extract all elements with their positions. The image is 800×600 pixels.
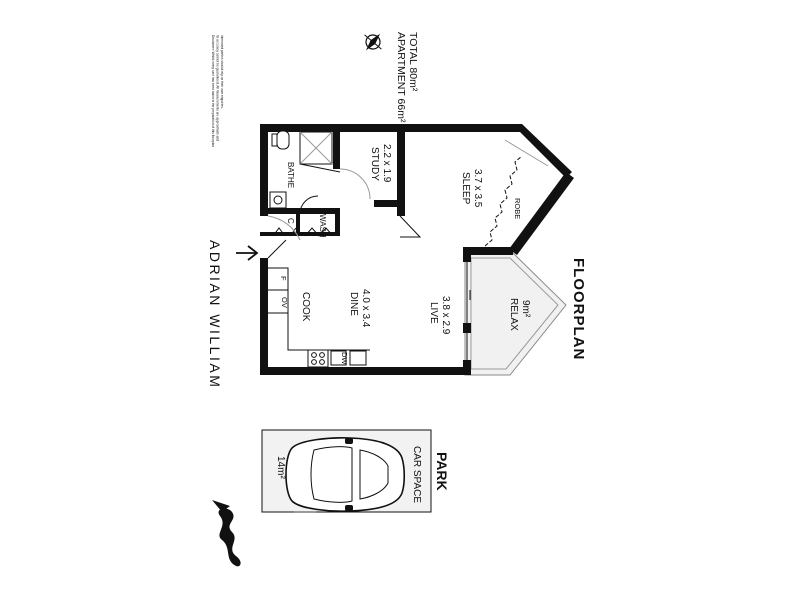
room-label-c: C — [286, 218, 295, 224]
relax-name: RELAX — [508, 298, 519, 331]
car-space-size: 14m² — [275, 456, 286, 479]
car-space-label: CAR SPACE — [411, 446, 422, 503]
fixtures — [267, 130, 549, 368]
room-label-sleep: SLEEP 3.7 x 3.5 — [460, 169, 483, 208]
room-label-dw: DW — [340, 352, 349, 365]
dine-size: 4.0 x 3.4 — [360, 289, 371, 328]
live-name: LIVE — [428, 302, 439, 324]
room-label-relax: RELAX 9m² — [508, 298, 531, 331]
room-label-cook: COOK — [300, 292, 311, 322]
study-size: 2.2 x 1.9 — [381, 144, 392, 183]
brand-logo-icon — [212, 500, 241, 567]
sleep-size: 3.7 x 3.5 — [472, 169, 483, 208]
room-label-wash: WASH — [318, 214, 327, 238]
room-label-bathe: BATHE — [286, 162, 295, 188]
total-area: TOTAL 80m² — [407, 32, 419, 92]
entry-arrow-icon — [236, 245, 259, 261]
relax-size: 9m² — [520, 300, 531, 318]
car-icon — [285, 437, 406, 512]
room-label-study: STUDY 2.2 x 1.9 — [369, 144, 392, 183]
room-label-f: F — [279, 276, 288, 281]
disclaimer: Disclaimer: Whilst every care has been t… — [211, 35, 224, 147]
live-size: 3.8 x 2.9 — [440, 296, 451, 335]
study-name: STUDY — [369, 147, 380, 181]
disclaimer-line-3: interested parties should rely on their … — [220, 35, 224, 109]
apartment-area: APARTMENT 66m² — [395, 32, 407, 123]
disclaimer-line-1: Disclaimer: Whilst every care has been t… — [211, 35, 215, 147]
room-label-robe: ROBE — [513, 198, 522, 219]
sleep-name: SLEEP — [460, 172, 471, 205]
compass-icon — [364, 33, 382, 51]
room-label-dine: DINE 4.0 x 3.4 — [348, 289, 371, 328]
room-label-ov: OV — [280, 297, 289, 308]
relax-balcony — [464, 251, 567, 376]
dine-name: DINE — [348, 292, 359, 316]
brand-name: ADRIAN WILLIAM — [207, 240, 223, 389]
disclaimer-line-2: its accuracy cannot be guaranteed. All m… — [216, 35, 220, 141]
park-title: PARK — [434, 452, 450, 491]
area-summary: APARTMENT 66m² TOTAL 80m² — [395, 32, 419, 123]
page-title: FLOORPLAN — [570, 258, 587, 360]
room-label-live: LIVE 3.8 x 2.9 — [428, 296, 451, 335]
